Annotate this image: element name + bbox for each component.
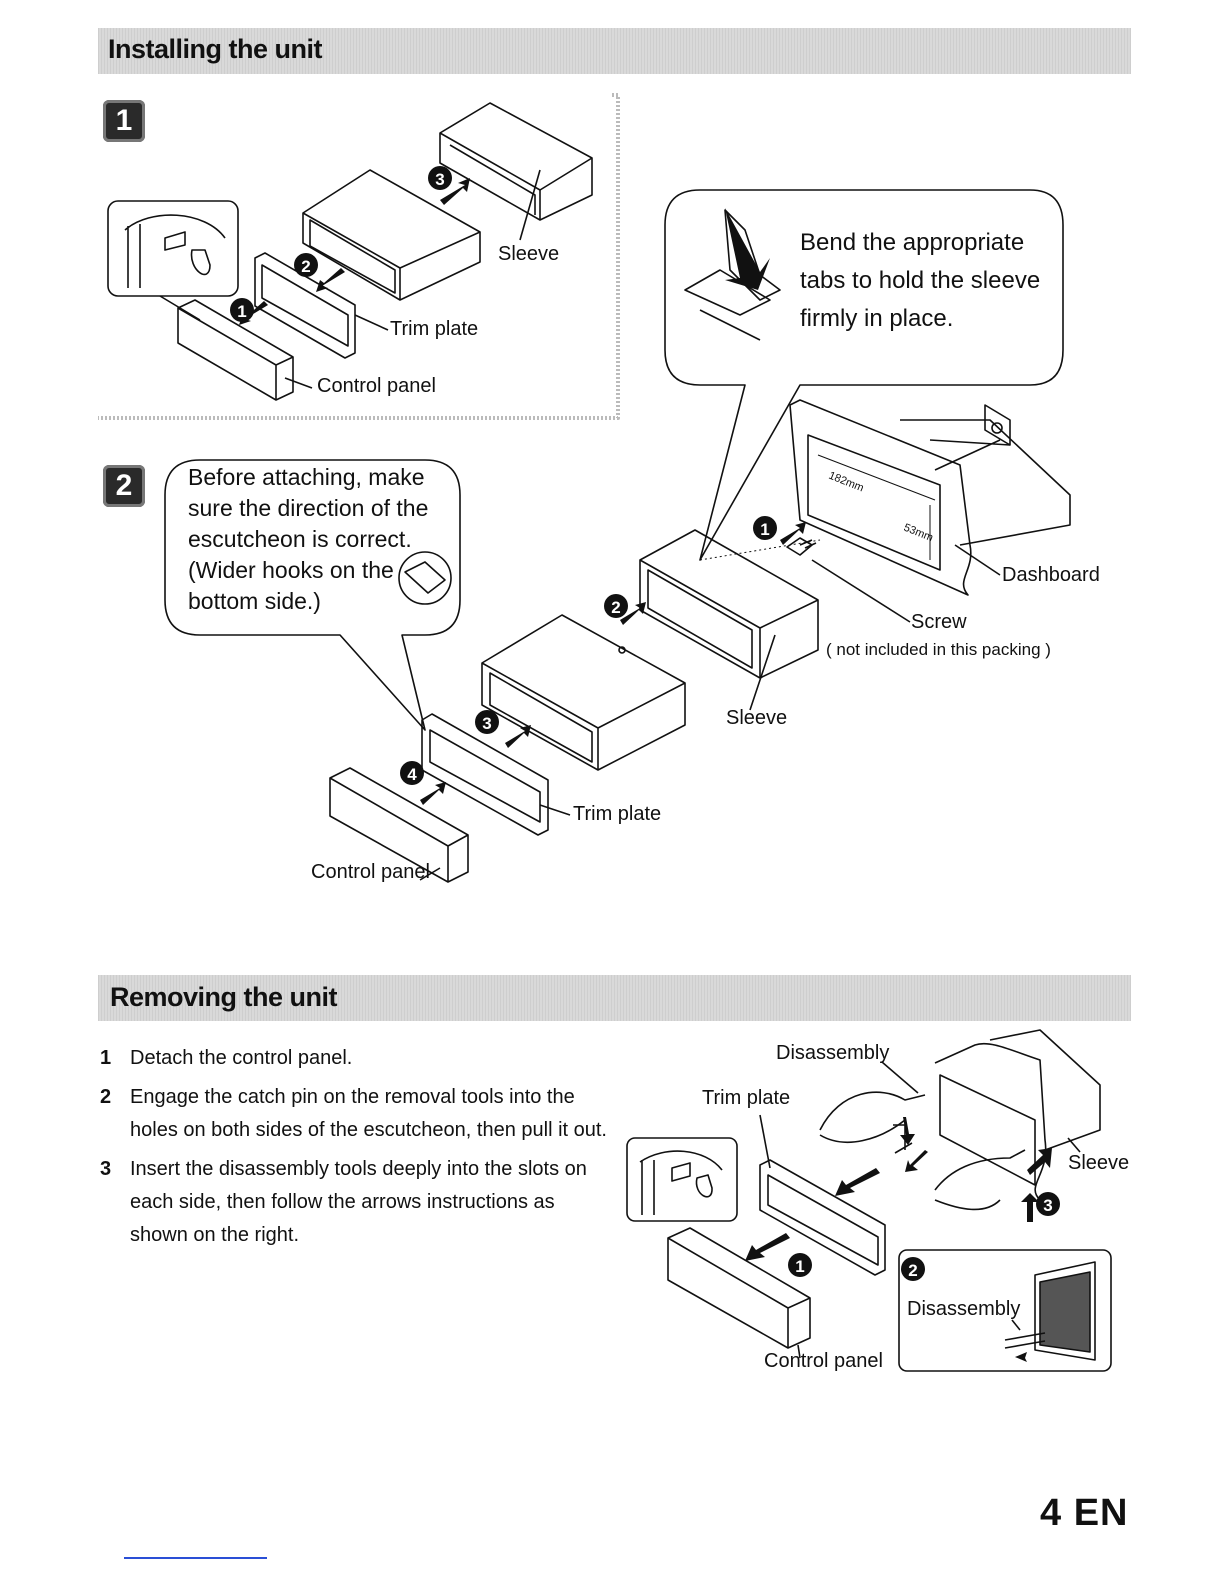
- section-title-installing: Installing the unit: [108, 34, 323, 64]
- removing-step-2-number: 2: [100, 1086, 112, 1108]
- dashboard-label: Dashboard: [1002, 564, 1100, 586]
- step1-sleeve-label: Sleeve: [498, 243, 560, 265]
- remove-trim-plate-label: Trim plate: [702, 1087, 791, 1109]
- page-number: 4 EN: [1040, 1492, 1129, 1534]
- escutcheon-callout-line-5: bottom side.): [188, 588, 321, 614]
- marker-step1-3: 3: [435, 170, 444, 189]
- removing-step-2: 2 Engage the catch pin on the removal to…: [100, 1081, 610, 1147]
- section-band-removing: [98, 975, 1131, 1021]
- step1-sleeve: [439, 102, 593, 221]
- remove-control-panel-label: Control panel: [764, 1350, 883, 1372]
- marker-step1-2: 2: [301, 257, 310, 276]
- remove-sleeve-label: Sleeve: [1068, 1152, 1130, 1174]
- removing-step-2-text: Engage the catch pin on the removal tool…: [130, 1086, 607, 1141]
- section-title-removing: Removing the unit: [110, 982, 338, 1012]
- step2-control-panel-label: Control panel: [311, 861, 430, 883]
- escutcheon-callout-line-3: escutcheon is correct.: [188, 526, 412, 552]
- step-1-badge: 1: [103, 100, 145, 142]
- step2-sleeve-label: Sleeve: [726, 707, 788, 729]
- removing-steps-list: 1 Detach the control panel. 2 Engage the…: [100, 1042, 610, 1258]
- numbered-markers: 3 2 1 1 2 3 4 1 3 2: [230, 166, 1060, 1281]
- removing-step-3: 3 Insert the disassembly tools deeply in…: [100, 1153, 610, 1252]
- removing-step-1-text: Detach the control panel.: [130, 1047, 353, 1069]
- escutcheon-direction-callout-text: Before attaching, make sure the directio…: [188, 462, 428, 617]
- escutcheon-callout-line-4: (Wider hooks on the: [188, 557, 394, 583]
- step1-unit-box: [302, 169, 481, 301]
- remove-disassembly-label: Disassembly: [776, 1042, 890, 1064]
- marker-step2-2: 2: [611, 598, 620, 617]
- escutcheon-callout-line-2: sure the direction of the: [188, 495, 429, 521]
- step1-control-panel-label: Control panel: [317, 375, 436, 397]
- footer-link-underline: [124, 1557, 267, 1559]
- escutcheon-callout-line-1: Before attaching, make: [188, 464, 425, 490]
- bend-callout-line-3: firmly in place.: [800, 305, 954, 332]
- bend-tabs-callout-text: Bend the appropriate tabs to hold the sl…: [800, 224, 1040, 338]
- marker-step2-3: 3: [482, 714, 491, 733]
- bend-callout-line-2: tabs to hold the sleeve: [800, 267, 1041, 294]
- marker-remove-3: 3: [1043, 1196, 1052, 1215]
- marker-remove-2: 2: [908, 1261, 917, 1280]
- removing-step-3-text: Insert the disassembly tools deeply into…: [130, 1158, 587, 1246]
- step1-trim-plate-label: Trim plate: [390, 318, 479, 340]
- screw-label: Screw: [911, 611, 967, 633]
- dimension-width-label: 182mm: [827, 470, 866, 495]
- marker-step1-1: 1: [237, 302, 246, 321]
- marker-remove-1: 1: [795, 1257, 804, 1276]
- step2-trim-plate-label: Trim plate: [573, 803, 662, 825]
- marker-step2-4: 4: [407, 765, 417, 784]
- bend-callout-line-1: Bend the appropriate: [800, 229, 1025, 256]
- section-band-installing: [98, 28, 1131, 74]
- screw-note-label: ( not included in this packing ): [826, 640, 1051, 659]
- removing-step-3-number: 3: [100, 1158, 112, 1180]
- step-2-badge: 2: [103, 465, 145, 507]
- removing-step-1: 1 Detach the control panel.: [100, 1042, 610, 1075]
- marker-step2-1: 1: [760, 520, 769, 539]
- removing-step-1-number: 1: [100, 1047, 112, 1069]
- remove-disassembly-inset-label: Disassembly: [907, 1298, 1021, 1320]
